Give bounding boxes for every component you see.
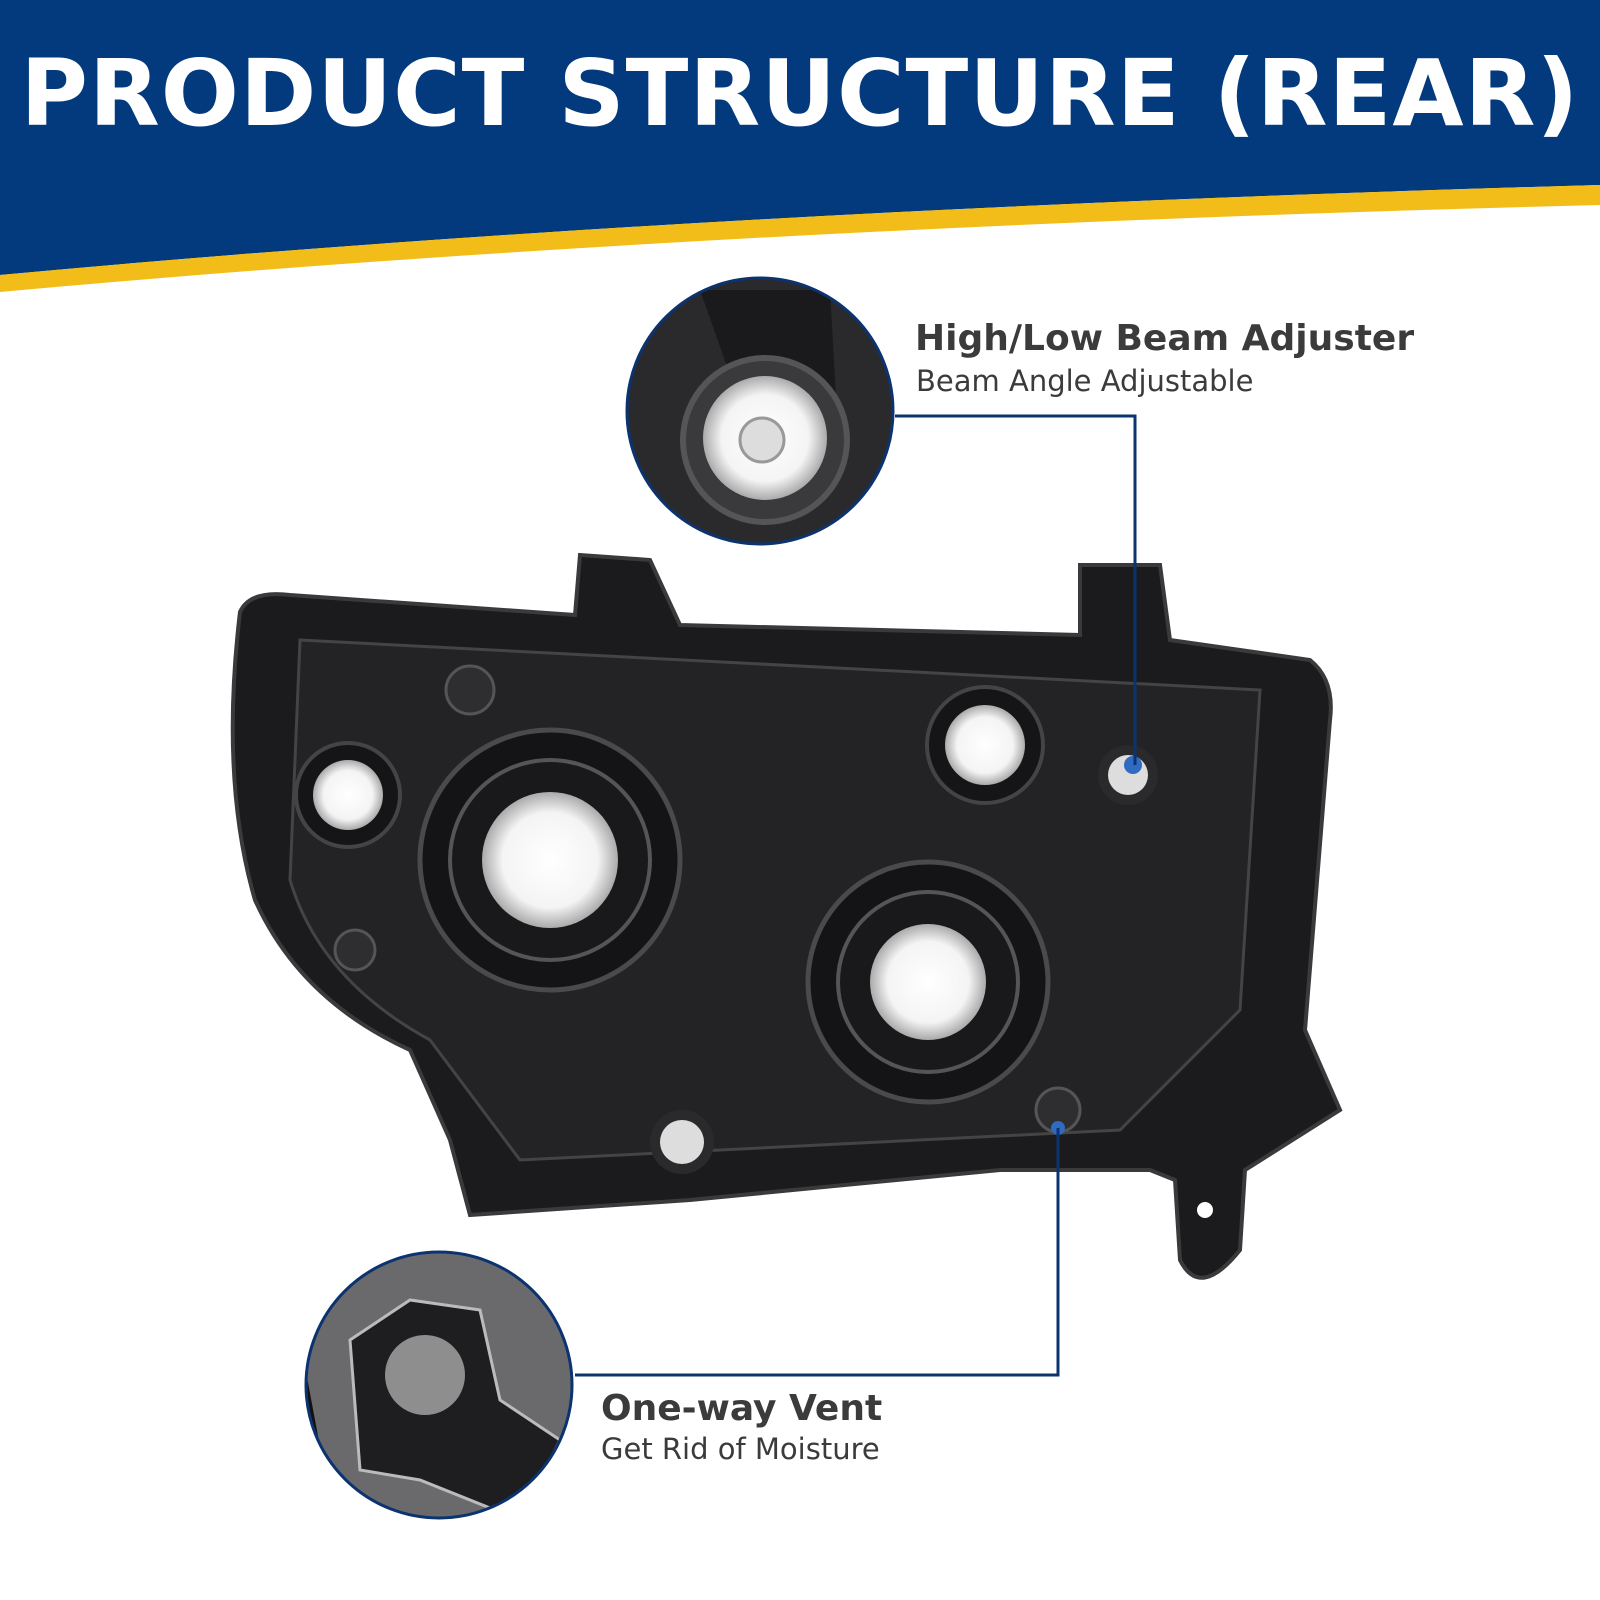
- callout-line-adjuster: [895, 414, 1137, 765]
- callout-vent-subtitle: Get Rid of Moisture: [601, 1432, 880, 1466]
- headlight-housing: [230, 552, 1343, 1280]
- callout-adjuster-subtitle: Beam Angle Adjustable: [916, 364, 1254, 398]
- page-title: PRODUCT STRUCTURE (REAR): [20, 40, 1580, 147]
- beam-adjuster-closeup-icon: [627, 278, 893, 544]
- header-banner: [0, 0, 1600, 292]
- callout-adjuster-title: High/Low Beam Adjuster: [915, 318, 1415, 359]
- callout-vent-title: One-way Vent: [601, 1388, 883, 1429]
- callout-line-vent: [575, 1128, 1060, 1377]
